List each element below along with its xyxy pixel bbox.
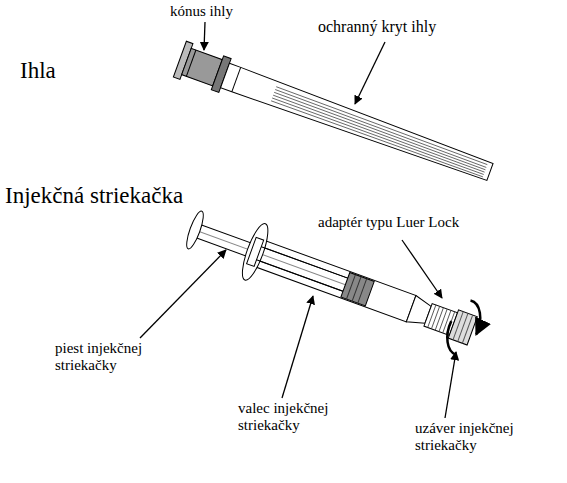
part-label: adaptér typu Luer Lock — [318, 214, 508, 231]
part-label: ochranný kryt ihly — [318, 18, 478, 36]
heading: Ihla — [20, 58, 100, 84]
heading: Injekčná striekačka — [5, 183, 235, 209]
needle — [173, 41, 496, 190]
part-label: uzáver injekčnej striekačky — [415, 420, 540, 455]
part-label: piest injekčnej striekačky — [55, 340, 173, 375]
part-label: valec injekčnej striekačky — [238, 400, 356, 435]
part-label: kónus ihly — [170, 3, 260, 20]
